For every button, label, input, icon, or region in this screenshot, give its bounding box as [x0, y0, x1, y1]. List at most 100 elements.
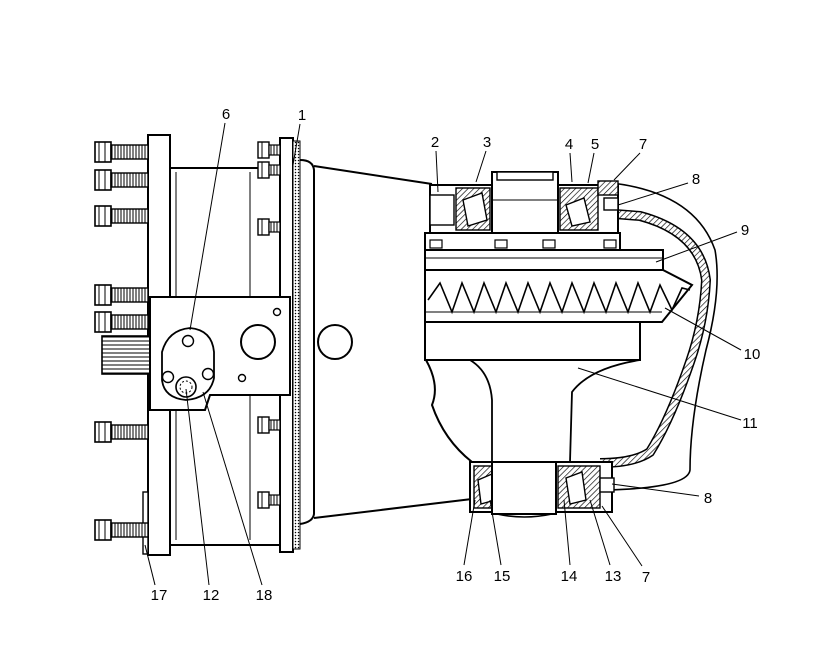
leader-line: [292, 123, 301, 166]
callout-7-top: 7: [613, 136, 647, 181]
spline-shaft: [101, 335, 151, 375]
bracket-small-hole: [237, 373, 247, 383]
mount-hole: [181, 334, 195, 348]
lower-bolt: [599, 477, 615, 493]
callout-label: 3: [483, 134, 491, 151]
callout-8-bottom: 8: [611, 483, 712, 507]
leader-line: [617, 182, 689, 206]
callout-17: 17: [144, 544, 168, 604]
callout-label: 16: [456, 568, 473, 585]
callout-9: 9: [655, 222, 749, 263]
flange-bolt: [94, 169, 149, 191]
cap-base: [424, 232, 621, 251]
callout-label: 18: [256, 587, 273, 604]
mount-hole: [161, 370, 175, 384]
cap-left-stud: [429, 194, 455, 226]
callout-label: 7: [642, 569, 650, 586]
callout-18: 18: [202, 391, 273, 604]
leader-line: [589, 499, 611, 566]
leader-line: [435, 150, 439, 193]
leader-line: [563, 499, 571, 566]
callout-11: 11: [577, 367, 758, 432]
callout-2: 2: [431, 134, 439, 193]
cover-shell: [599, 209, 710, 467]
callout-14: 14: [561, 499, 578, 585]
callout-label: 9: [741, 222, 749, 239]
leader-line: [611, 483, 700, 497]
callout-label: 14: [561, 568, 578, 585]
callout-label: 12: [203, 587, 220, 604]
callout-label: 4: [565, 136, 573, 153]
drive-housing: [101, 134, 301, 556]
callout-13: 13: [589, 499, 622, 585]
leader-line: [202, 391, 263, 586]
flange-bolt: [94, 519, 149, 541]
callout-label: 13: [605, 568, 622, 585]
bracket-small-hole: [272, 307, 282, 317]
leader-line: [189, 122, 226, 331]
pinion-shaft: [491, 461, 557, 515]
ring-gear-flange: [424, 249, 664, 271]
callout-label: 8: [692, 171, 700, 188]
leader-line: [601, 505, 643, 567]
lower-roller-right: [565, 471, 587, 505]
callout-5: 5: [587, 136, 599, 184]
cap-nut: [603, 239, 617, 249]
roller-right: [565, 197, 591, 227]
cover-outline: [605, 182, 718, 491]
bell-inspection-hole: [317, 324, 353, 360]
callout-label: 8: [704, 490, 712, 507]
leader-line: [577, 367, 742, 421]
pinion-hub: [491, 171, 559, 234]
leader-line: [144, 544, 156, 586]
mount-hole: [201, 367, 215, 381]
flange-bolt: [94, 205, 149, 227]
callouts: 6 1 2 3 4 5 7 8: [144, 106, 760, 604]
differential-housing: [424, 171, 718, 518]
leader-line: [463, 499, 476, 566]
callout-label: 11: [742, 415, 758, 432]
cap-nut: [494, 239, 508, 249]
leader-line: [664, 307, 742, 351]
bell-bottom-edge: [313, 498, 473, 519]
pinion-shaft-end: [496, 513, 553, 518]
callout-16: 16: [456, 499, 476, 585]
flange-bolt: [94, 311, 149, 333]
callout-label: 17: [151, 587, 168, 604]
leader-line: [587, 152, 595, 184]
callout-7-bottom: 7: [601, 505, 650, 586]
callout-label: 2: [431, 134, 439, 151]
gasket: [292, 140, 301, 550]
cap-nut: [542, 239, 556, 249]
callout-3: 3: [475, 134, 491, 183]
cap-bolt: [603, 197, 619, 211]
carrier-body: [424, 321, 641, 361]
leader-line: [613, 152, 641, 181]
ring-gear: [424, 269, 694, 323]
hub-collar: [496, 171, 554, 181]
cap-nut: [429, 239, 443, 249]
bell-housing: [299, 159, 473, 525]
flange-bolt: [94, 421, 149, 443]
housing-side-wall: [425, 322, 473, 463]
callout-label: 6: [222, 106, 230, 123]
callout-label: 1: [298, 107, 306, 124]
roller-left: [462, 192, 488, 227]
callout-label: 5: [591, 136, 599, 153]
callout-label: 7: [639, 136, 647, 153]
bell-top-edge: [313, 165, 433, 185]
leader-line: [489, 499, 502, 566]
leader-line: [569, 152, 573, 183]
callout-15: 15: [489, 499, 510, 585]
flange-bolt: [94, 284, 149, 306]
leader-line: [475, 150, 487, 183]
cap-right-stud: [597, 180, 619, 196]
leader-line: [185, 388, 210, 586]
callout-6: 6: [189, 106, 230, 331]
bracket-large-hole: [240, 324, 276, 360]
flange-bolt: [94, 141, 149, 163]
callout-8-top: 8: [617, 171, 700, 206]
callout-4: 4: [565, 136, 573, 183]
leader-line: [655, 231, 738, 263]
